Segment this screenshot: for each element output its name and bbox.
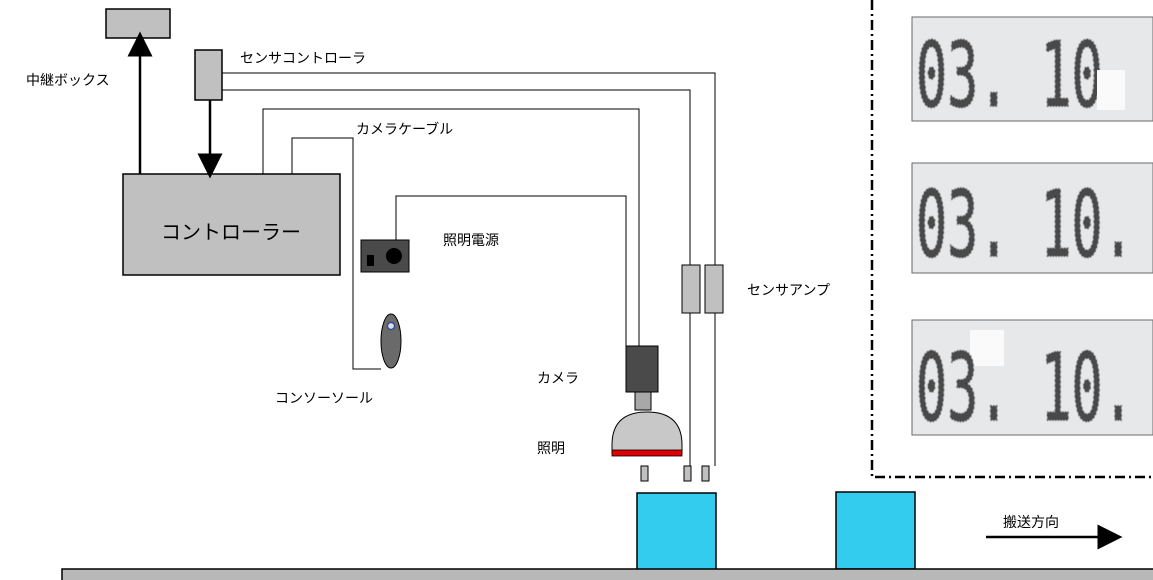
sensor-head-1: [640, 465, 649, 482]
sample-image-3-text: 03. 10. 1: [916, 334, 1153, 443]
controller-box: [122, 173, 341, 276]
light-power-switch: [367, 255, 374, 266]
sensor-amp-2: [704, 264, 724, 314]
sensor-amp-1: [681, 264, 701, 314]
relay-box-label: 中継ボックス: [26, 73, 110, 89]
console-label: コンソーソール: [275, 391, 373, 407]
sensor-controller-label: センサコントローラ: [240, 51, 366, 67]
sample-image-2: 03. 10. 1: [911, 162, 1153, 279]
relay-box: [105, 8, 171, 39]
sensor-cable-2: [222, 89, 691, 265]
sensor-controller-box: [194, 49, 223, 101]
light-label: 照明: [537, 441, 565, 457]
console-device: [380, 313, 402, 369]
light-dome: [611, 411, 683, 454]
conveyance-direction-label: 搬送方向: [1003, 515, 1059, 531]
console-cable-line: [291, 137, 381, 370]
product-box-1: [636, 492, 717, 571]
light-power-label: 照明電源: [443, 233, 499, 249]
sample-image-2-text: 03. 10. 1: [916, 171, 1153, 278]
camera-label: カメラ: [537, 371, 579, 387]
conveyor-belt: [61, 568, 1153, 580]
light-band: [611, 449, 683, 457]
sensor-head-3: [701, 465, 710, 482]
light-power-knob: [386, 248, 402, 264]
console-button: [386, 321, 396, 331]
sample-area-border: [870, 0, 1153, 479]
sample-image-3: 03. 10. 1: [911, 319, 1153, 444]
sample-image-1: 03. 10. 1: [911, 16, 1153, 129]
camera-cable-label: カメラケーブル: [356, 122, 454, 138]
camera-body: [625, 345, 659, 393]
product-box-2: [835, 491, 916, 570]
controller-label: コントローラー: [161, 220, 301, 244]
sensor-amp-label: センサアンプ: [747, 283, 831, 299]
sensor-head-2: [683, 465, 692, 482]
camera-lens: [634, 391, 652, 411]
camera-cable-line: [262, 108, 640, 346]
light-power-cable: [395, 195, 627, 390]
sensor-cable-1: [222, 72, 716, 265]
